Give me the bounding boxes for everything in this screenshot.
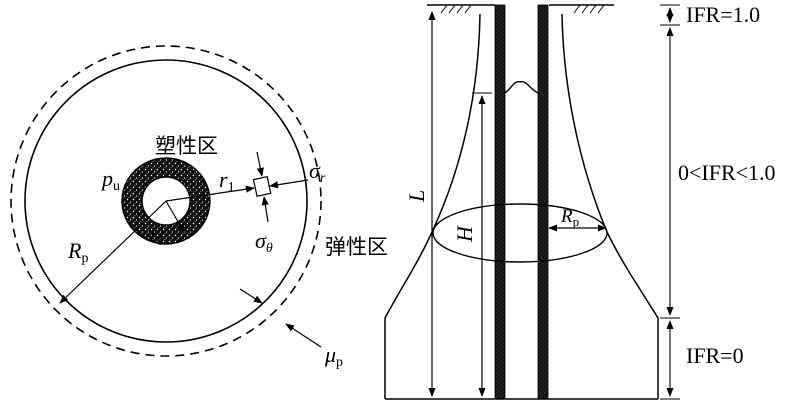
h-label: H xyxy=(452,225,477,243)
ground-hatch-right xyxy=(573,4,605,14)
plastic-zone-curve-right xyxy=(561,13,659,399)
r1-radius-line xyxy=(165,185,255,202)
ifr-bottom-label: IFR=0 xyxy=(686,343,744,368)
cross-section-panel xyxy=(10,45,322,357)
ifr-top-label: IFR=1.0 xyxy=(686,2,760,27)
r0-label: r0 xyxy=(150,225,163,248)
cross-section-labels: 塑性区 弹性区 pu r1 r0 Rp σr σθ μp xyxy=(67,134,388,370)
ground-hatch-left xyxy=(440,4,472,14)
l-label: L xyxy=(404,190,429,203)
stress-element xyxy=(252,176,272,197)
rp-right-label: Rp xyxy=(560,206,579,229)
ifr-mid-label: 0<IFR<1.0 xyxy=(678,160,776,185)
rp-radius-line xyxy=(59,200,167,304)
plastic-zone-curve-left xyxy=(384,13,481,399)
r1-label: r1 xyxy=(219,167,235,195)
rp-left-label: Rp xyxy=(67,238,88,266)
pile-wall-right xyxy=(537,4,549,400)
plastic-zone-label: 塑性区 xyxy=(155,134,218,158)
plastic-zone-boundary xyxy=(24,59,308,343)
mu-p-arrow xyxy=(285,323,322,348)
pile-section-labels: L H Rp IFR=1.0 0<IFR<1.0 IFR=0 xyxy=(404,2,776,368)
sigma-theta-label: σθ xyxy=(255,228,273,256)
elastic-zone-label: 弹性区 xyxy=(325,235,388,259)
boundary-arrow xyxy=(239,288,263,304)
pile-section-panel xyxy=(384,4,680,400)
sigma-r-arrow xyxy=(269,179,309,189)
r0-radius-line xyxy=(165,200,185,233)
outer-dashed-circle xyxy=(10,45,322,357)
sigma-theta-bottom-arrow xyxy=(261,196,269,223)
mu-p-label: μp xyxy=(324,342,343,370)
pile-wall-left xyxy=(494,4,506,400)
sigma-r-label: σr xyxy=(309,158,326,186)
sigma-theta-top-arrow xyxy=(256,151,264,177)
soil-plug-dome xyxy=(504,81,539,94)
pu-label: pu xyxy=(100,166,120,194)
